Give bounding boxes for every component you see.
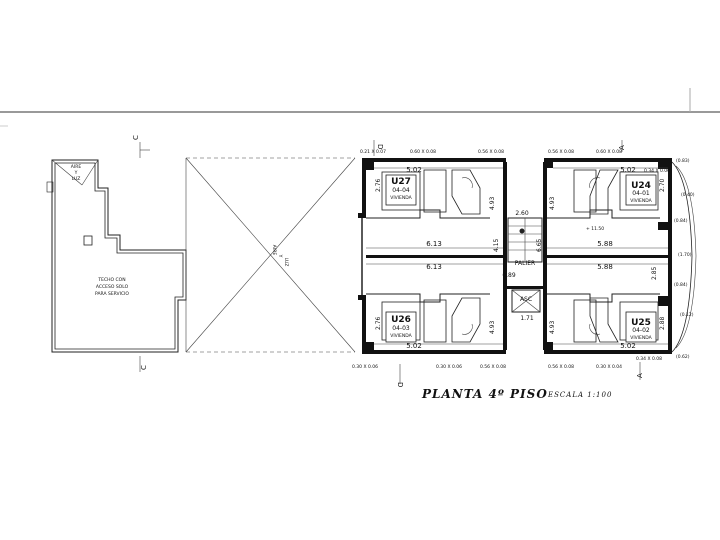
dim-unit-width-top-left: 5.02 [406,166,422,174]
right-facade: (0.83) (0.40) (1.70) (0.84) (0.84) (0.12… [671,158,697,360]
courtyard-air-label-3: LUZ [283,258,289,267]
section-mark-c-top: C [132,135,140,140]
dim-stair-depth: 4.15 [493,238,500,252]
dim-right-span-upper: 5.88 [597,240,613,248]
roof-label-1: TECHO CON [97,277,125,283]
top-dim-3: 0.56 X 0.08 [478,149,504,155]
roof-air-label-3: LUZ [72,176,81,182]
unit-label-u25: U25 04-02 VIVIENDA [625,311,657,343]
unit-label-u27: U27 04-04 VIVIENDA [385,174,417,206]
dimension-lines [366,167,668,345]
dim-lower-depth-right: 2.88 [659,316,666,330]
roof-hatch [83,235,93,246]
side-dim-1: (0.83) [676,158,690,164]
bottom-dim-6: 0.34 X 0.08 [636,356,662,362]
roof-area: AIRE Y LUZ TECHO CON ACCESO SOLO PARA SE… [46,159,187,353]
opening-dims-bottom: 0.30 X 0.06 0.30 X 0.06 0.56 X 0.08 0.56… [352,356,662,370]
dim-unit-depth-left-lower: 2.76 [375,316,382,330]
bottom-dim-1: 0.30 X 0.06 [352,364,378,370]
bottom-dim-2: 0.30 X 0.06 [436,364,462,370]
dim-unit-width-bottom-left: 5.02 [406,342,422,350]
section-mark-c-bottom: C [140,365,148,370]
section-mark-a-bottom: A [636,373,644,378]
dim-left-span-lower: 6.13 [426,263,442,271]
section-marks: C C D D A A [132,135,644,387]
dim-core-width: 2.60 [515,210,529,217]
opening-dims-top: 0.21 X 0.07 0.60 X 0.08 0.56 X 0.08 0.56… [360,149,670,174]
plan-title: PLANTA 4º PISO [421,387,548,401]
dim-stair-depth-2: 6.65 [536,238,543,252]
section-mark-a-top: A [618,145,626,150]
dim-lower-depth: 2.85 [651,266,658,280]
partitions [366,169,660,343]
bottom-dim-3: 0.56 X 0.08 [480,364,506,370]
dim-elevator-width: 1.71 [520,315,534,322]
roof-vent [46,181,54,193]
dim-unit-depth-left: 2.76 [375,178,382,192]
top-dim-4: 0.56 X 0.08 [548,149,574,155]
unit-type: VIVIENDA [630,198,652,204]
bottom-dim-4: 0.56 X 0.08 [548,364,574,370]
dim-core-depth-left-lower: 4.93 [489,320,496,334]
top-dim-1: 0.21 X 0.07 [360,149,386,155]
stair-direction-icon [519,228,525,234]
unit-code: U24 [631,181,651,191]
unit-number: 04-03 [392,325,410,332]
unit-code: U25 [631,318,651,328]
plan-scale: ESCALA 1:100 [547,391,612,399]
side-dim-5: (0.84) [674,218,688,224]
dim-unit-depth-right: 2.70 [659,178,666,192]
side-dim-7: (0.62) [676,354,690,360]
elevator-label: ASC [520,296,532,303]
dim-landing-width: 0.89 [502,272,516,279]
roof-air-label-2: Y [74,170,78,176]
dim-core-depth-left: 4.93 [489,196,496,210]
unit-number: 04-04 [392,187,410,194]
side-dim-6: (0.12) [680,312,694,318]
dim-unit-width-bottom-right: 5.02 [620,342,636,350]
unit-type: VIVIENDA [630,335,652,341]
unit-number: 04-02 [632,327,650,334]
unit-number: 04-01 [632,190,650,197]
dim-unit-width-top-right: 5.02 [620,166,636,174]
top-dim-5: 0.60 X 0.08 [596,149,622,155]
level-mark: + 11.50 [586,226,604,232]
unit-code: U27 [391,177,411,187]
side-dim-3: (1.70) [678,252,692,258]
unit-type: VIVIENDA [390,195,412,201]
unit-type: VIVIENDA [390,333,412,339]
section-mark-d-bottom: D [396,382,404,387]
unit-code: U26 [391,315,411,325]
courtyard-air-label-1: AIRE [271,245,277,256]
dim-core-depth-right: 4.93 [549,196,556,210]
dim-left-span-upper: 6.13 [426,240,442,248]
section-mark-d-top: D [376,144,384,149]
stair-core: PALIER ASC [505,217,545,313]
side-dim-2: (0.40) [681,192,695,198]
roof-label-2: ACCESO SOLO [96,284,129,290]
roof-air-label-1: AIRE [71,164,82,170]
bottom-dim-5: 0.30 X 0.04 [596,364,622,370]
elevator-shaft [511,289,541,313]
landing-label: PALIER [515,260,535,267]
side-dim-4: (0.84) [674,282,688,288]
top-dim-2: 0.60 X 0.08 [410,149,436,155]
courtyard-air-label-2: Y [277,254,283,258]
dim-right-span-lower: 5.88 [597,263,613,271]
top-dim-6: 0.34 X 0.06 [644,168,670,174]
roof-label-3: PARA SERVICIO [95,291,129,297]
air-light-courtyard: AIRE Y LUZ [185,157,356,353]
dim-core-depth-right-lower: 4.93 [549,320,556,334]
unit-label-u26: U26 04-03 VIVIENDA [385,311,417,343]
unit-label-u24: U24 04-01 VIVIENDA [625,174,657,206]
building-walls [358,158,672,354]
